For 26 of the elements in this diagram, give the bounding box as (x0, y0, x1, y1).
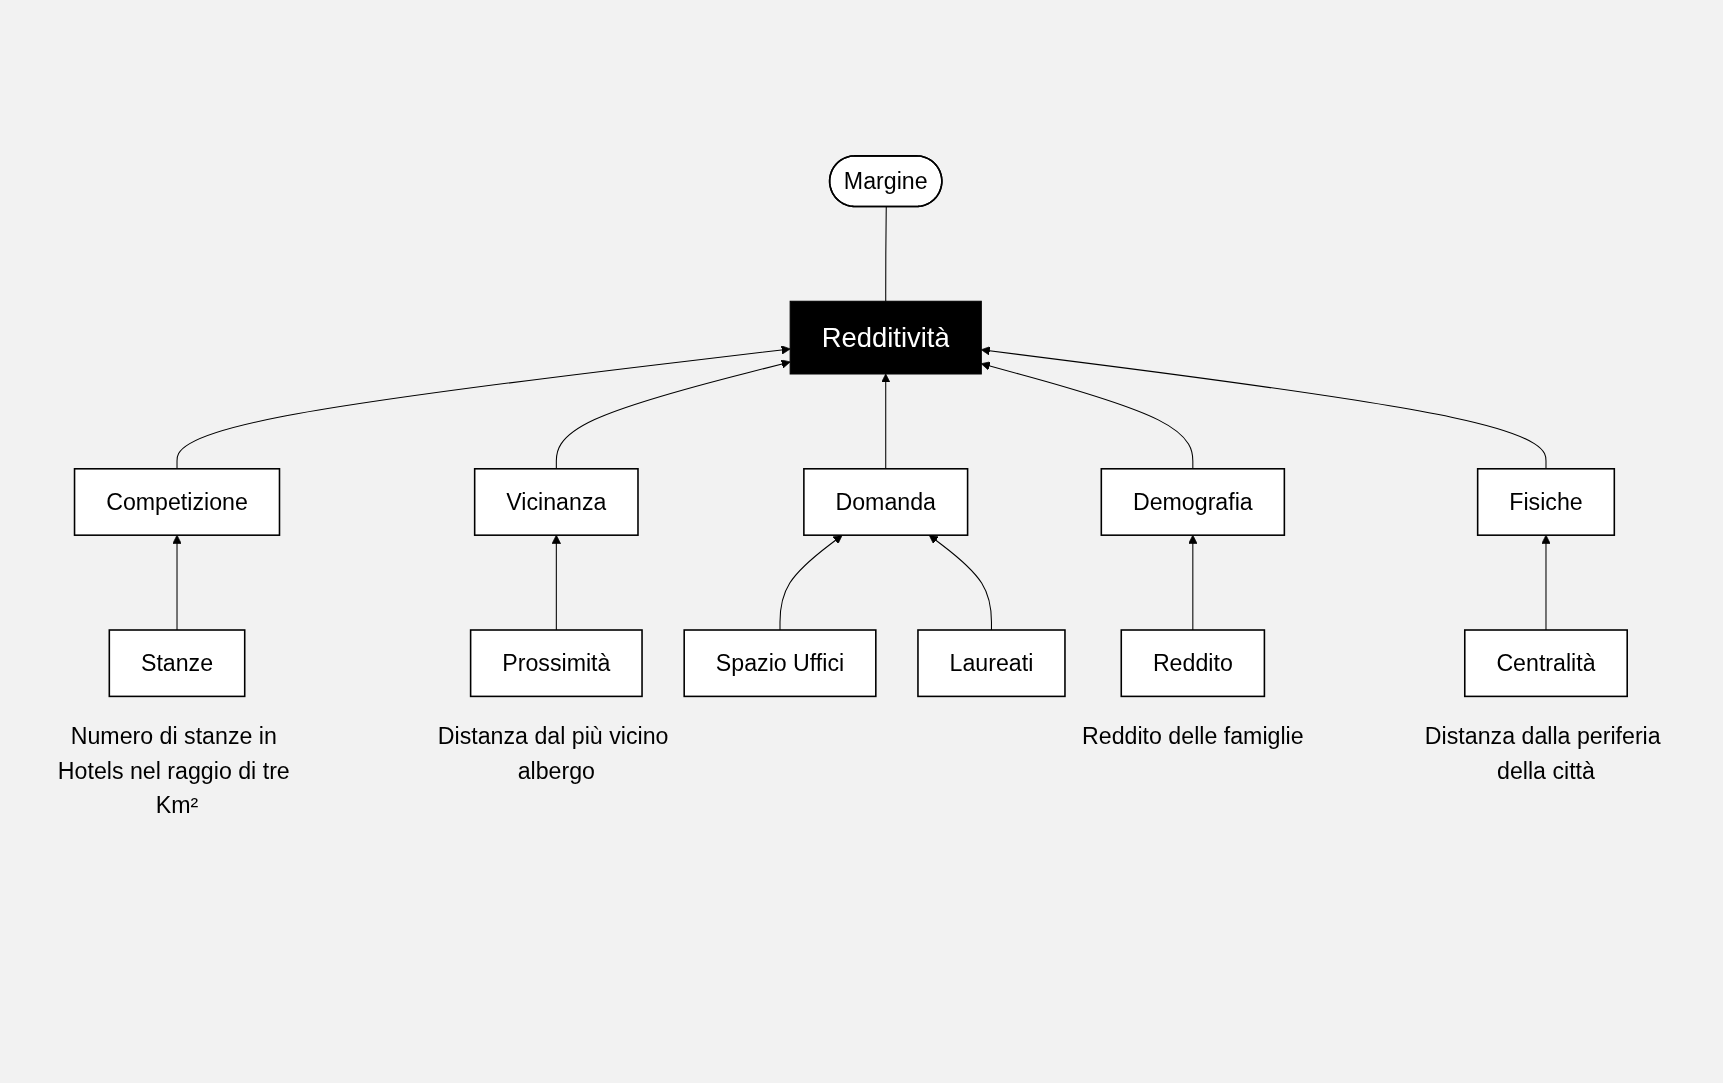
arrow (172, 534, 182, 631)
node-box: Demografia (1100, 468, 1286, 536)
arrow (176, 345, 791, 470)
node-label: Distanza dalla periferia della città (1424, 722, 1661, 784)
node-box: Stanze (108, 629, 246, 698)
node-label: Reddito delle famiglie (1082, 722, 1304, 750)
node-box: Redditività (789, 300, 982, 375)
node-box: Competizione (73, 468, 281, 536)
node-box: Reddito (1120, 629, 1266, 698)
arrow (551, 534, 561, 631)
arrow (779, 534, 843, 631)
node-box: Prossimità (469, 629, 643, 698)
node-label: Numero di stanze in Hotels nel raggio di tre Km² (57, 722, 290, 819)
node-box: Vicinanza (473, 468, 639, 536)
connector (885, 206, 887, 302)
arrow (555, 359, 791, 470)
node-box: Domanda (803, 468, 969, 536)
arrow (1541, 534, 1551, 631)
node-label: Distanza dal più vicino albergo (437, 722, 669, 784)
arrow (928, 534, 992, 631)
node-box: Fisiche (1476, 468, 1616, 536)
node-box: Laureati (917, 629, 1066, 698)
arrow (1188, 534, 1198, 631)
node-box: Centralità (1464, 629, 1628, 698)
arrow (881, 373, 891, 470)
node-box: Spazio Uffici (683, 629, 877, 698)
